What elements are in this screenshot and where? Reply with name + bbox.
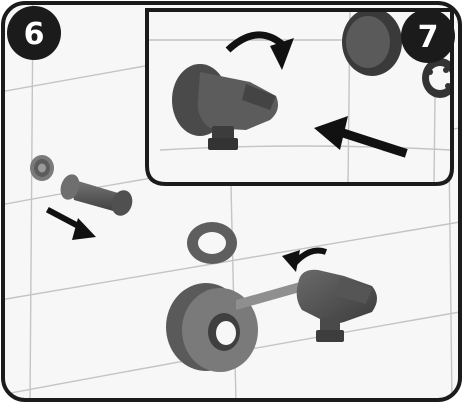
step-number-main: 6 <box>24 17 45 52</box>
wall-plug <box>30 155 54 181</box>
washer-ring <box>187 222 237 264</box>
step-number-inset: 7 <box>418 20 439 55</box>
step-badge-7: 7 <box>401 9 455 63</box>
step-badge-6: 6 <box>7 6 61 60</box>
